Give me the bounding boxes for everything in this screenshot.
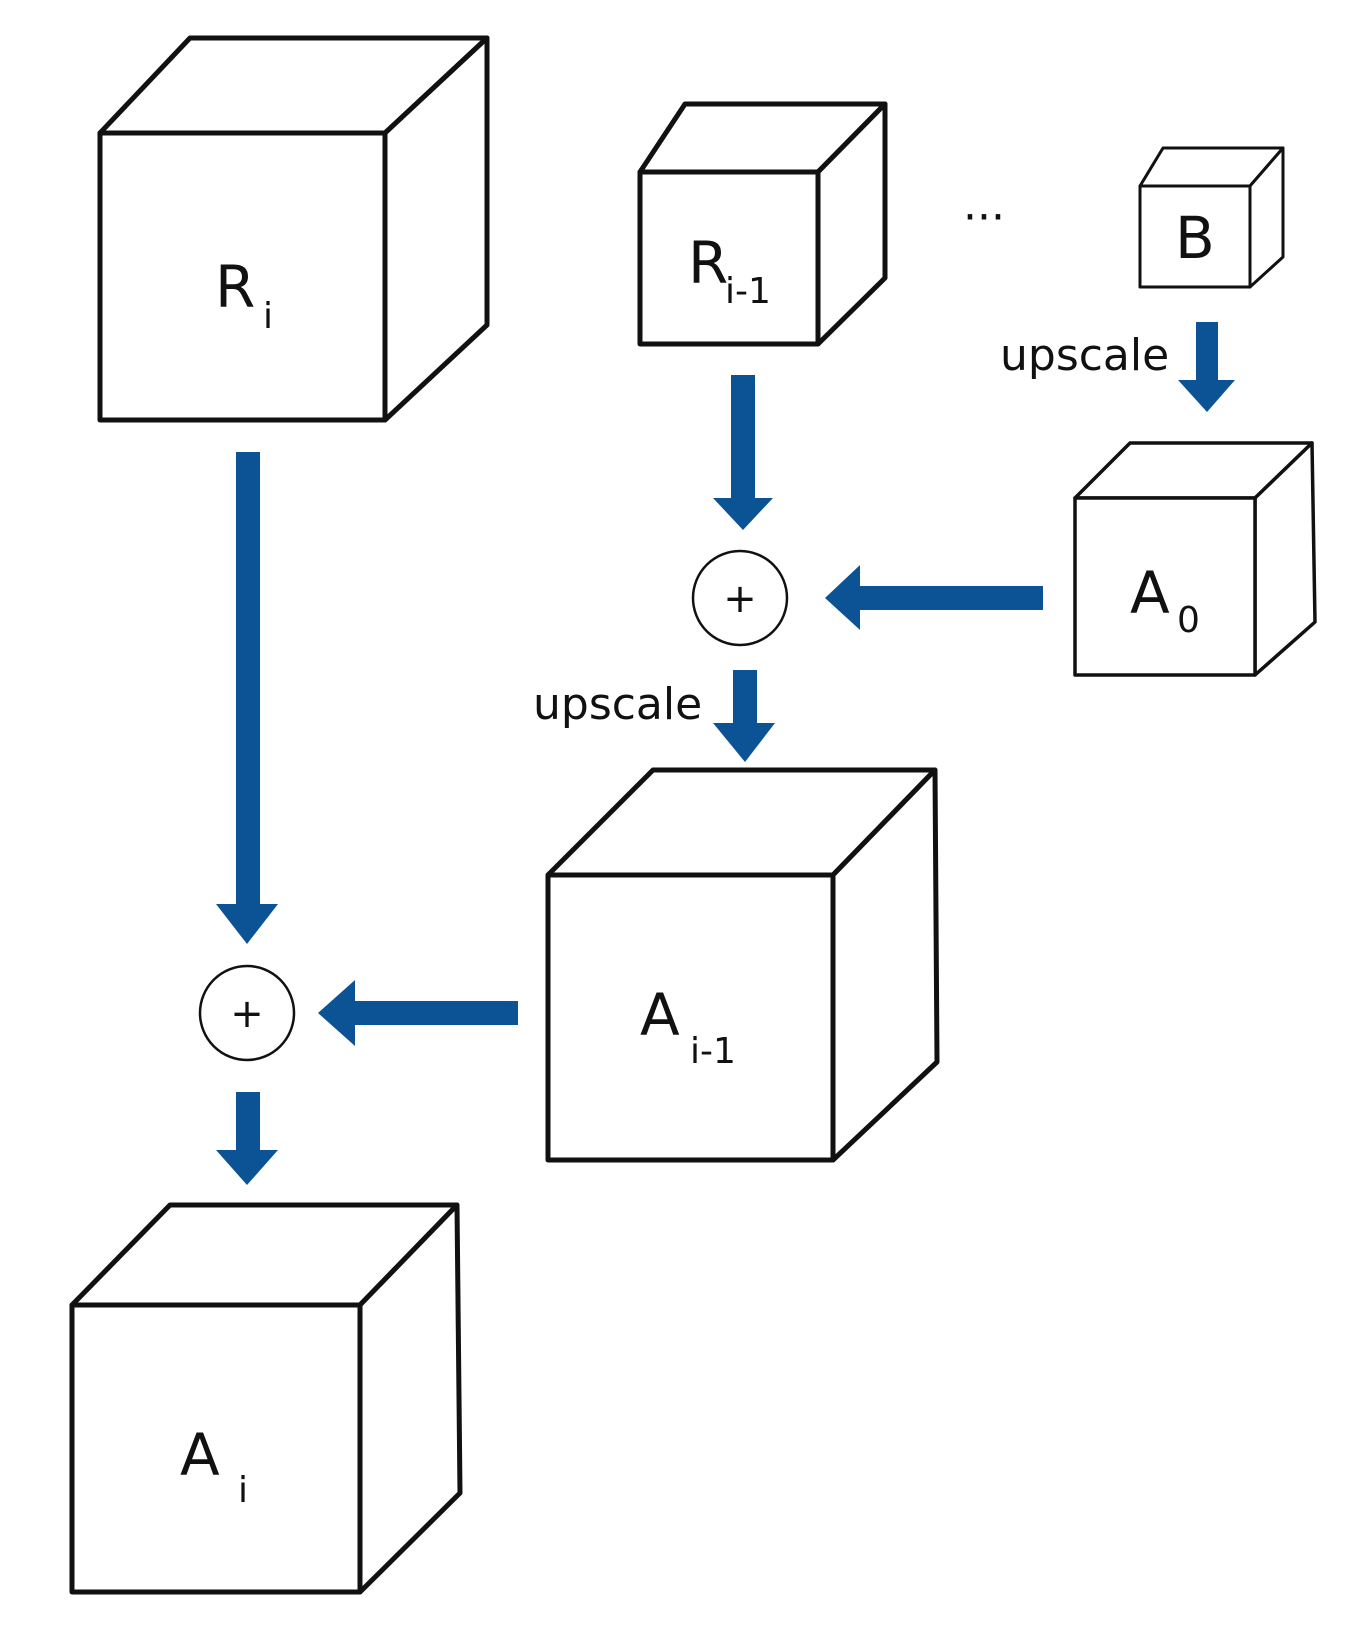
cube-a-0-label: A	[1130, 559, 1170, 627]
plus-circle-icon: +	[198, 964, 296, 1062]
down-arrow-icon	[713, 375, 773, 530]
left-arrow-icon	[825, 565, 1043, 630]
ellipsis: ···	[963, 192, 1005, 243]
cube-a-i-subscript: i	[238, 1470, 248, 1511]
cube-r-i-subscript: i	[263, 296, 273, 337]
down-arrow-icon	[216, 452, 278, 944]
plus-circle-icon: +	[691, 549, 789, 647]
cube-a-0: A 0	[1073, 441, 1317, 677]
left-arrow-icon	[318, 980, 518, 1046]
cube-a-i-label: A	[180, 1421, 220, 1489]
cube-r-i-minus-1-subscript: i-1	[725, 271, 771, 312]
cube-a-i: A i	[69, 1202, 463, 1595]
upscale-label-middle: upscale	[533, 679, 702, 730]
cube-a-0-subscript: 0	[1177, 600, 1200, 641]
cube-r-i-label: R	[215, 253, 255, 321]
sum-symbol-lower: +	[230, 991, 264, 1037]
cube-a-i-minus-1: A i-1	[545, 767, 940, 1163]
cube-a-i-minus-1-label: A	[640, 981, 680, 1049]
cube-a-i-minus-1-subscript: i-1	[690, 1031, 736, 1072]
cube-r-i-minus-1-label: R	[688, 229, 728, 297]
cube-b: B	[1138, 146, 1285, 289]
sum-symbol-upper: +	[723, 576, 757, 622]
down-arrow-icon	[1178, 322, 1235, 412]
cube-r-i-minus-1: R i-1	[637, 101, 888, 347]
upscale-label-top: upscale	[1000, 330, 1169, 381]
down-arrow-icon	[713, 670, 775, 762]
down-arrow-icon	[216, 1092, 278, 1185]
cube-r-i: R i	[97, 35, 490, 423]
cube-b-label: B	[1175, 204, 1215, 272]
